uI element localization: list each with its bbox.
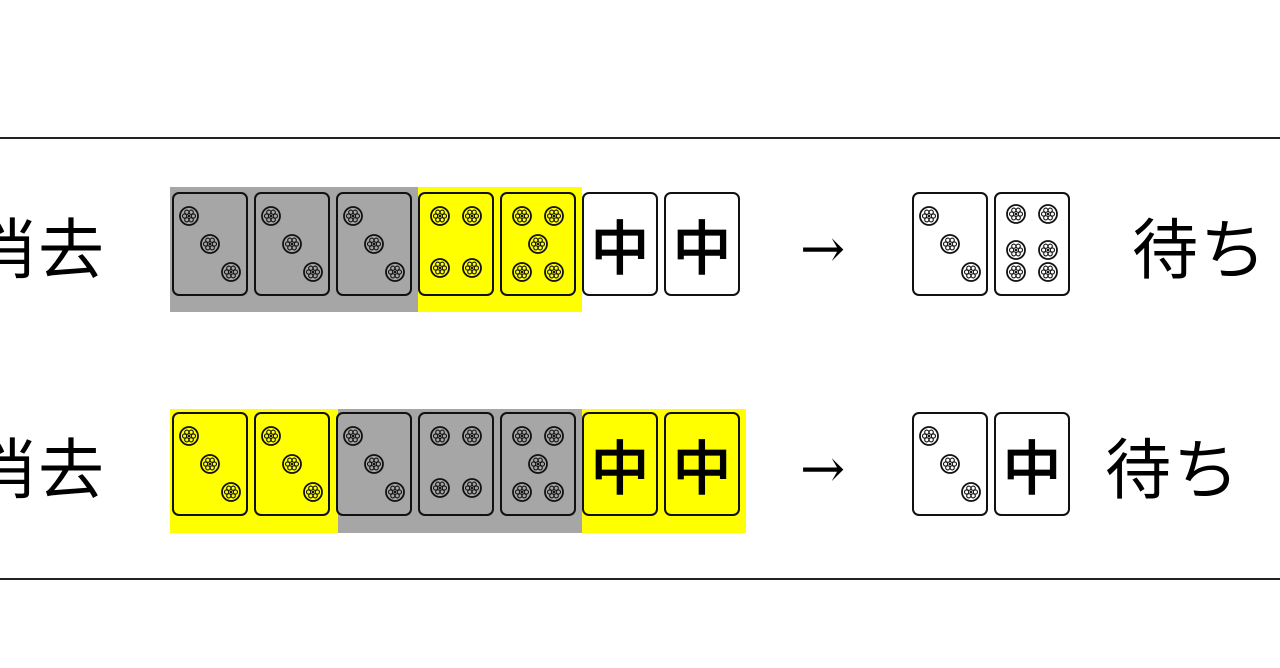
pin-circle [544,426,564,446]
diagram-row-2: 消去 中中 → 中 待ち [0,400,1280,540]
row-2-wait-pin-3-tile [912,412,988,516]
pin-circle [940,234,960,254]
pin-circle [430,426,450,446]
row-1-arrow: → [800,217,846,280]
pin-circle [1038,262,1058,282]
pin-circle [1038,204,1058,224]
pin-circle [282,234,302,254]
pin-circle [462,478,482,498]
pin-circle [221,482,241,502]
row-2-prefix-label: 消去 [0,432,106,509]
bottom-rule [0,578,1280,580]
pin-circle [179,206,199,226]
dragon-glyph: 中 [672,435,731,503]
pin-circle [303,482,323,502]
pin-circle [303,262,323,282]
row-2-wait-chun-tile: 中 [994,412,1070,516]
pin-circle [200,234,220,254]
row-2-hand-pin-3-tile [336,412,412,516]
pin-circle [544,206,564,226]
pin-circle [1006,240,1026,260]
pin-circle [940,454,960,474]
pin-circle [512,426,532,446]
row-1-wait-pin-6-tile [994,192,1070,296]
top-rule [0,137,1280,139]
pin-circle [282,454,302,474]
pin-circle [200,454,220,474]
pin-circle [385,482,405,502]
row-1-prefix-label: 消去 [0,212,106,289]
pin-circle [430,258,450,278]
pin-circle [1006,262,1026,282]
row-2-arrow: → [800,437,846,500]
pin-circle [1038,240,1058,260]
pin-circle [364,454,384,474]
row-1-hand-pin-3-tile [254,192,330,296]
row-1-hand-chun-tile: 中 [582,192,658,296]
pin-circle [179,426,199,446]
pin-circle [261,426,281,446]
dragon-glyph: 中 [672,215,731,283]
pin-circle [364,234,384,254]
row-2-hand-pin-5-tile [500,412,576,516]
row-1-hand-chun-tile: 中 [664,192,740,296]
row-1-wait-label: 待ち [1132,212,1268,289]
pin-circle [961,262,981,282]
pin-circle [512,262,532,282]
pin-circle [919,426,939,446]
dragon-glyph: 中 [1002,435,1061,503]
pin-circle [544,262,564,282]
row-1-hand-pin-3-tile [336,192,412,296]
pin-circle [221,262,241,282]
row-1-hand-pin-5-tile [500,192,576,296]
pin-circle [528,234,548,254]
pin-circle [343,206,363,226]
row-2-hand-pin-3-tile [172,412,248,516]
row-2-hand-chun-tile: 中 [582,412,658,516]
row-2-hand-pin-4-tile [418,412,494,516]
row-2-hand-pin-3-tile [254,412,330,516]
pin-circle [385,262,405,282]
row-1-hand-pin-3-tile [172,192,248,296]
pin-circle [961,482,981,502]
pin-circle [512,206,532,226]
pin-circle [919,206,939,226]
row-1-wait-pin-3-tile [912,192,988,296]
diagram-row-1: 消去 中中 → 待ち [0,180,1280,320]
pin-circle [1006,204,1026,224]
dragon-glyph: 中 [590,435,649,503]
pin-circle [512,482,532,502]
pin-circle [462,426,482,446]
row-2-wait-label: 待ち [1105,432,1241,509]
pin-circle [462,258,482,278]
dragon-glyph: 中 [590,215,649,283]
pin-circle [528,454,548,474]
pin-circle [343,426,363,446]
pin-circle [544,482,564,502]
row-1-hand-pin-4-tile [418,192,494,296]
pin-circle [430,478,450,498]
pin-circle [462,206,482,226]
pin-circle [261,206,281,226]
row-2-hand-chun-tile: 中 [664,412,740,516]
pin-circle [430,206,450,226]
